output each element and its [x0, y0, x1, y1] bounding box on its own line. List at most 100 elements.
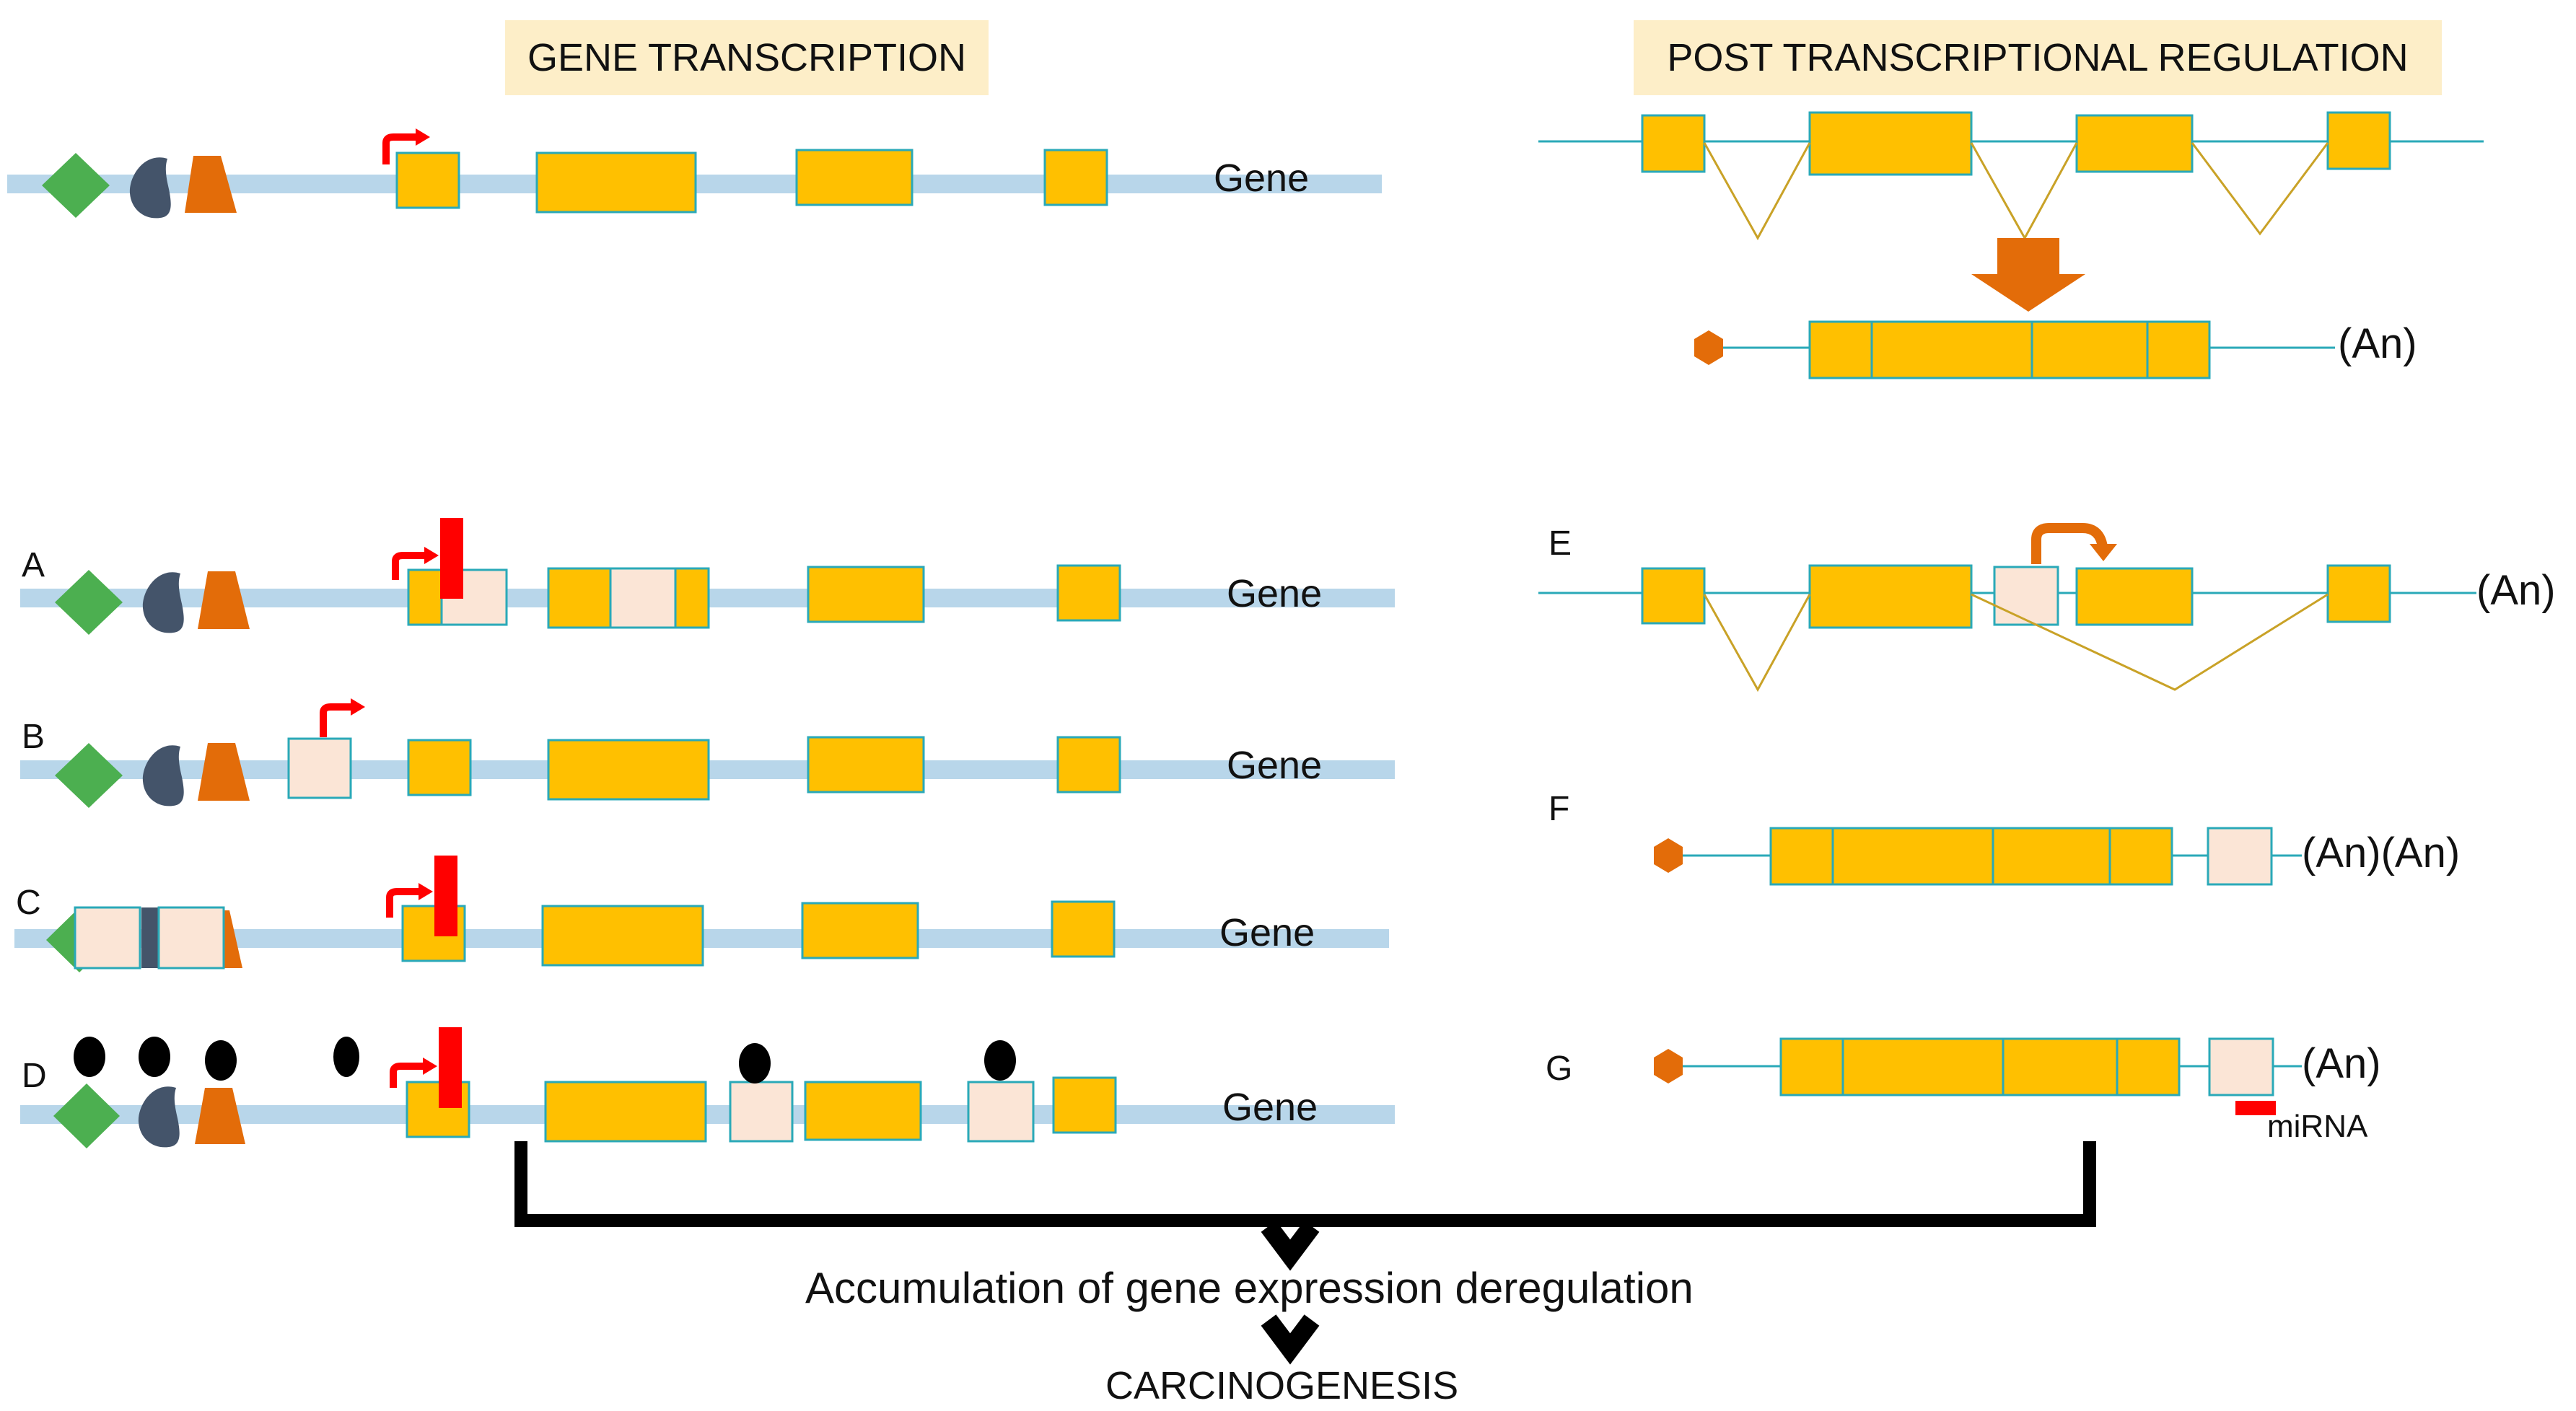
row-f-alternative-polyadenylation — [1654, 827, 2302, 886]
exon-1 — [1641, 114, 1706, 173]
post-transcriptional-title: POST TRANSCRIPTIONAL REGULATION — [1634, 20, 2442, 95]
gene-label: Gene — [1227, 572, 1323, 615]
tss-arrow — [320, 703, 352, 737]
exon-4 — [2326, 111, 2391, 170]
altered-exon — [729, 1081, 794, 1143]
dna-strand — [20, 1105, 1395, 1124]
exon-3 — [2030, 320, 2149, 379]
tss-arrow — [386, 888, 420, 918]
exon-3 — [795, 149, 914, 206]
transcription-factor-green — [55, 743, 123, 808]
transcription-factor-orange — [198, 743, 250, 801]
row-e-alternative-splicing — [1538, 523, 2476, 693]
cap-hexagon — [1654, 1049, 1683, 1083]
skip-arrow — [2031, 523, 2108, 564]
mirna-label: miRNA — [2267, 1109, 2368, 1144]
exon-2 — [1870, 320, 2033, 379]
altered-exon — [287, 737, 352, 799]
chevron-down-icon — [1261, 1221, 1320, 1271]
transcription-factor-orange — [185, 156, 237, 213]
methyl-group — [205, 1040, 237, 1081]
splice-junction — [1703, 142, 1811, 241]
row-label-b: B — [22, 718, 45, 756]
carcinogenesis-label: CARCINOGENESIS — [1105, 1364, 1459, 1407]
accumulation-label: Accumulation of gene expression deregula… — [805, 1264, 1694, 1312]
exon-4 — [2108, 827, 2173, 886]
tss-arrow — [382, 133, 417, 164]
methyl-group — [984, 1040, 1016, 1081]
chevron-down-icon — [1261, 1314, 1320, 1365]
gene-label: Gene — [1227, 744, 1323, 787]
tss-arrowhead — [423, 1058, 437, 1075]
mirna-bar — [2235, 1101, 2276, 1115]
transcription-factor-orange — [198, 571, 250, 629]
bracket-line — [514, 1141, 2096, 1227]
altered-exon — [967, 1081, 1035, 1143]
splice-junction — [1971, 593, 2329, 691]
tss-arrowhead — [424, 547, 439, 564]
row-label-e: E — [1548, 524, 1572, 563]
exon-2 — [535, 151, 697, 214]
transcription-factor-blue — [138, 1086, 180, 1148]
row-label-d: D — [22, 1057, 47, 1095]
poly-a-double-label: (An)(An) — [2302, 830, 2461, 876]
pre-mrna-splicing — [1538, 111, 2484, 312]
gene-transcription-title: GENE TRANSCRIPTION — [505, 20, 989, 95]
exon-1 — [1808, 320, 1873, 379]
exon-3 — [2075, 114, 2194, 173]
splice-junction — [1703, 594, 1811, 693]
exon-4 — [2116, 1037, 2181, 1096]
exon-4 — [1043, 149, 1108, 206]
convergence-bracket — [514, 1141, 2096, 1365]
exon-4 — [1052, 1076, 1117, 1134]
transcription-factor-blue-covered — [141, 907, 159, 968]
methyl-group — [739, 1043, 771, 1083]
transcription-factor-blue — [142, 572, 184, 633]
exon-1 — [395, 151, 460, 209]
row-label-g: G — [1546, 1050, 1573, 1088]
altered-exon — [2208, 1037, 2274, 1096]
exon-2 — [1808, 111, 1973, 176]
mature-mrna — [1694, 320, 2335, 379]
transcription-factor-green — [42, 153, 110, 218]
methyl-group — [74, 1037, 105, 1077]
row-label-f: F — [1548, 790, 1570, 828]
gene-label: Gene — [1222, 1086, 1318, 1129]
tss-arrowhead — [416, 128, 430, 146]
transcription-factor-orange — [195, 1088, 245, 1144]
exon-3 — [807, 566, 925, 623]
row-label-c: C — [16, 884, 41, 922]
row-c-gene — [14, 856, 1389, 972]
splice-junction — [2191, 142, 2329, 236]
gene-label: Gene — [1219, 911, 1315, 954]
row-d-gene — [20, 1027, 1395, 1148]
gene-label: Gene — [1214, 157, 1310, 200]
transcription-block — [440, 518, 463, 599]
cap-hexagon — [1694, 330, 1723, 365]
poly-a-label: (An) — [2476, 567, 2556, 614]
methyl-group — [333, 1037, 359, 1077]
altered-exon — [1993, 566, 2059, 626]
exon-4 — [2326, 564, 2391, 623]
poly-a-label: (An) — [2302, 1040, 2381, 1087]
exon-3 — [807, 736, 925, 794]
exon-2 — [1831, 827, 1994, 886]
exon-2 — [547, 739, 710, 801]
transcription-block — [439, 1027, 462, 1108]
transcription-factor-green — [53, 1083, 120, 1148]
row-a-gene — [20, 518, 1395, 635]
tss-arrow — [392, 552, 426, 580]
tss-arrowhead — [419, 883, 433, 900]
row-label-a: A — [22, 546, 45, 584]
exon-3 — [2002, 1037, 2119, 1096]
altered-exon — [609, 567, 677, 629]
down-arrow — [1971, 238, 2085, 312]
transcription-block — [434, 856, 457, 936]
transcription-factor-green — [55, 570, 123, 635]
exon-2 — [1841, 1037, 2005, 1096]
exon-4 — [1056, 736, 1121, 794]
poly-a-label: (An) — [2338, 320, 2417, 367]
altered-exon — [157, 906, 225, 970]
transcription-factor-blue — [142, 745, 184, 806]
exon-1 — [1769, 827, 1834, 886]
